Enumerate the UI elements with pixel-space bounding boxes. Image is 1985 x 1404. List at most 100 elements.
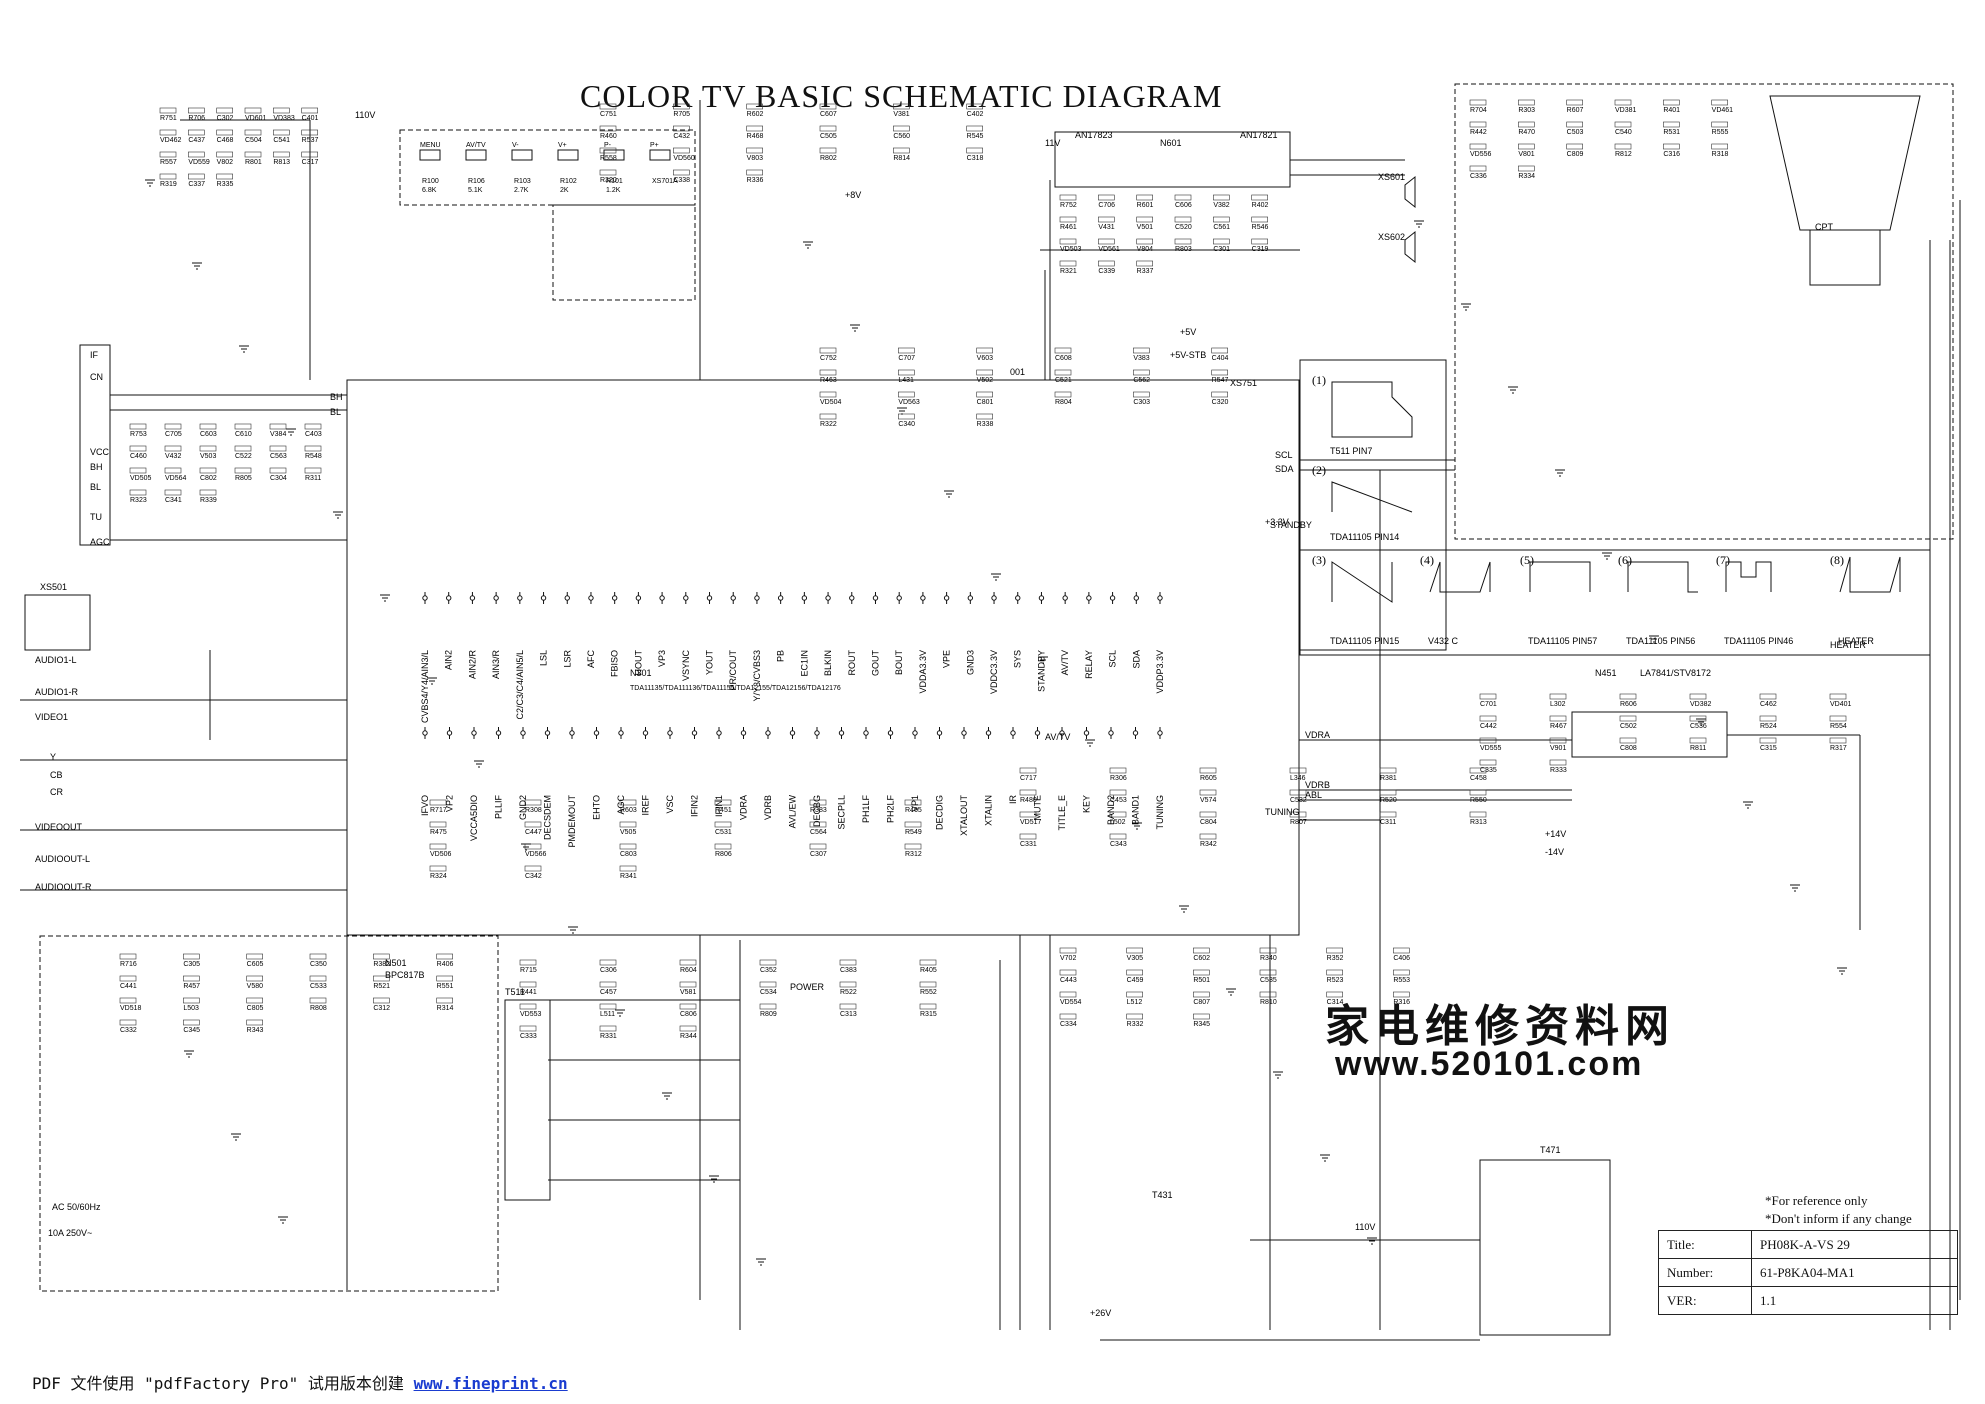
component-symbol (1518, 121, 1535, 128)
component-ref: VD462 (160, 137, 182, 144)
component-symbol (1566, 143, 1583, 150)
component-symbol (183, 997, 200, 1004)
component-symbol (898, 413, 915, 420)
component-ref: R324 (430, 873, 447, 880)
footer-link[interactable]: www.fineprint.cn (413, 1374, 568, 1393)
component-symbol (1829, 693, 1847, 700)
component-ref: R467 (1550, 723, 1567, 730)
ic-pin-dot (814, 730, 820, 736)
component-symbol (436, 953, 453, 960)
label-tuner-if: IF (90, 350, 99, 360)
component-ref: C751 (600, 111, 617, 118)
ground-icon (1179, 905, 1189, 913)
component-ref: C562 (1133, 377, 1150, 384)
component-ref: C540 (1615, 129, 1632, 136)
component-ref: C504 (245, 137, 262, 144)
component-symbol (976, 391, 993, 398)
label-power: POWER (790, 982, 825, 992)
component-symbol (1054, 369, 1072, 376)
component-ref: C535 (1260, 977, 1277, 984)
component-symbol (519, 981, 537, 988)
component-ref: R342 (1200, 841, 1217, 848)
ground-icon (1555, 469, 1565, 477)
component-ref: C442 (1480, 723, 1497, 730)
ic-pin-label: RELAY (1084, 650, 1094, 679)
label-v14: -14V (1545, 847, 1564, 857)
ground-icon (184, 1050, 194, 1058)
ic-pin-dot (1109, 595, 1116, 601)
component-symbol (1663, 121, 1680, 128)
component-symbol (1518, 143, 1535, 150)
component-symbol (1566, 99, 1583, 106)
ground-icon (239, 345, 249, 353)
key-resistor-value: 6.8K (422, 187, 437, 194)
component-ref: C701 (1480, 701, 1497, 708)
component-ref: R705 (673, 111, 690, 118)
ground-icon (145, 179, 155, 187)
ic-pin-dot (471, 730, 477, 736)
component-ref: R465 (905, 807, 922, 814)
component-ref: C468 (217, 137, 234, 144)
component-symbol (519, 1025, 537, 1032)
component-symbol (304, 467, 322, 474)
component-ref: R715 (520, 967, 537, 974)
component-ref: V505 (620, 829, 636, 836)
component-symbol (1619, 737, 1637, 744)
component-symbol (216, 107, 233, 114)
ic-pin-dot (1015, 595, 1021, 601)
component-ref: C802 (200, 475, 217, 482)
label-v5: +5V (1180, 327, 1196, 337)
component-ref: V501 (1137, 224, 1153, 231)
component-symbol (1251, 216, 1268, 223)
component-ref: C333 (520, 1033, 537, 1040)
ic-pin-dot (540, 595, 547, 601)
ic-pin-label: MUTE (1033, 795, 1043, 821)
component-symbol (1109, 789, 1127, 796)
ic-pin-label: GND3 (965, 650, 975, 675)
ic-pin-label: IFVO (420, 795, 430, 816)
key-switch (557, 149, 579, 161)
component-ref: R382 (373, 961, 390, 968)
component-ref: V431 (1098, 224, 1114, 231)
component-symbol (714, 799, 732, 806)
component-symbol (839, 1003, 857, 1010)
component-ref: C306 (600, 967, 617, 974)
component-ref: C560 (893, 133, 910, 140)
ground-icon (568, 926, 578, 934)
component-ref: R345 (1193, 1021, 1210, 1028)
component-symbol (1289, 789, 1307, 796)
ground-icon (1649, 635, 1659, 643)
component-symbol (819, 103, 837, 110)
component-symbol (1136, 194, 1153, 201)
component-ref: VD517 (1020, 819, 1042, 826)
component-ref: VD556 (1470, 151, 1492, 158)
ic-pin-dot (1083, 730, 1090, 736)
component-symbol (1109, 767, 1127, 774)
ic-pin-dot (1157, 730, 1163, 736)
label-av: AV/TV (1045, 732, 1070, 742)
component-symbol (119, 997, 137, 1004)
component-symbol (1054, 391, 1072, 398)
speaker-left (1404, 175, 1416, 209)
title-value: PH08K-A-VS 29 (1751, 1230, 1958, 1259)
ground-icon (380, 594, 390, 602)
component-ref: VD401 (1830, 701, 1852, 708)
component-ref: VD564 (165, 475, 187, 482)
component-ref: R808 (310, 1005, 327, 1012)
component-symbol (746, 103, 763, 110)
component-ref: C332 (120, 1027, 137, 1034)
ic-pin-label: LSL (539, 650, 549, 666)
component-symbol (1098, 216, 1115, 223)
diagram-title: COLOR TV BASIC SCHEMATIC DIAGRAM (580, 78, 1223, 114)
component-ref: R809 (760, 1011, 777, 1018)
component-ref: R475 (430, 829, 447, 836)
component-symbol (819, 347, 837, 354)
label-t511: T511 (505, 987, 525, 997)
component-ref: C531 (715, 829, 732, 836)
ground-icon (333, 511, 343, 519)
key-resistor-value: 2.7K (514, 187, 529, 194)
ic-pin-dot (1157, 595, 1163, 601)
component-ref: VD381 (1615, 107, 1637, 114)
label-tuner-bl2: BL (330, 407, 341, 417)
